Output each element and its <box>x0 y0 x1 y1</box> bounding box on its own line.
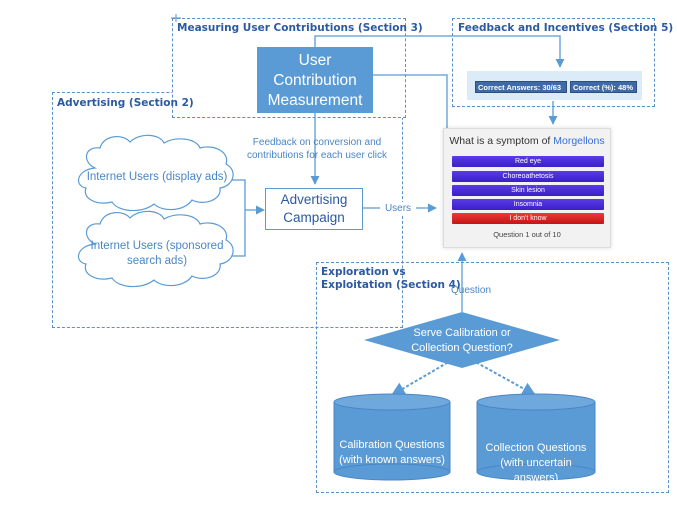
quiz-progress: Question 1 out of 10 <box>493 230 561 239</box>
calibration-line1: Calibration Questions <box>339 439 445 451</box>
connector-decision-to-collection <box>471 359 537 396</box>
connector-clouds-to-campaign <box>231 179 264 257</box>
quiz-question: What is a symptom of Morgellons <box>444 135 610 147</box>
collection-line1: Collection Questions <box>485 442 587 454</box>
campaign-line1: Advertising <box>280 192 348 207</box>
connector-decision-to-calibration <box>390 359 453 396</box>
advertising-section-title: Advertising (Section 2) <box>57 97 194 109</box>
exploration-title-line1: Exploration vs <box>321 266 406 278</box>
feedback-on-conversion-label: Feedback on conversion and contributions… <box>238 136 396 162</box>
users-label: Users <box>380 202 416 215</box>
measuring-section-title: Measuring User Contributions (Section 3) <box>177 22 423 34</box>
ucm-line1: User <box>298 52 332 69</box>
search-users-line1: Internet Users (sponsored <box>90 240 224 252</box>
calibration-database <box>333 393 451 481</box>
decision-line2: Collection Question? <box>411 342 513 354</box>
feedback-widget: Correct Answers: 30/63 Correct (%): 48% <box>467 71 642 100</box>
decision-line1: Serve Calibration or <box>413 327 511 339</box>
ucm-line2: Contribution <box>273 72 357 89</box>
campaign-line2: Campaign <box>283 210 345 225</box>
quiz-option[interactable]: Choreoathetosis <box>452 171 604 182</box>
display-users-label: Internet Users (display ads) <box>86 171 228 183</box>
decision-diamond <box>364 312 560 368</box>
calibration-line2: (with known answers) <box>339 454 445 466</box>
connector-ucm-to-feedback <box>314 35 565 68</box>
search-users-cloud <box>77 210 234 288</box>
connector-quiz-to-ucm <box>363 70 448 128</box>
quiz-option[interactable]: Insomnia <box>452 199 604 210</box>
feedback-label-line1: Feedback on conversion and <box>252 137 382 148</box>
exploration-title-line2: Exploitation (Section 4) <box>321 279 461 291</box>
exploration-section-frame <box>316 262 669 493</box>
collection-questions-text: Collection Questions (with uncertain ans… <box>477 441 595 486</box>
feedback-label-line2: contributions for each user click <box>246 150 388 161</box>
collection-database <box>476 393 596 481</box>
collection-line2: (with uncertain answers) <box>500 457 572 484</box>
quiz-option[interactable]: Skin lesion <box>452 185 604 196</box>
quiz-question-term: Morgellons <box>553 135 605 147</box>
search-users-line2: search ads) <box>126 255 188 267</box>
correct-percent-badge: Correct (%): 48% <box>570 81 637 93</box>
quiz-option[interactable]: Red eye <box>452 156 604 167</box>
correct-answers-badge: Correct Answers: 30/63 <box>475 81 567 93</box>
calibration-questions-text: Calibration Questions (with known answer… <box>334 438 450 468</box>
search-users-label: Internet Users (sponsored search ads) <box>82 239 232 269</box>
feedback-section-title: Feedback and Incentives (Section 5) <box>458 22 674 34</box>
quiz-widget: What is a symptom of Morgellons Red eye … <box>443 128 611 248</box>
user-contribution-measurement-box: User Contribution Measurement <box>257 47 373 113</box>
question-label: Question <box>450 285 492 296</box>
exploration-section-title: Exploration vs Exploitation (Section 4) <box>321 266 461 292</box>
display-users-cloud <box>77 134 234 212</box>
ucm-line3: Measurement <box>267 92 363 109</box>
advertising-campaign-box: Advertising Campaign <box>265 188 363 230</box>
decision-text: Serve Calibration or Collection Question… <box>398 326 526 356</box>
quiz-question-prefix: What is a symptom of <box>449 135 554 147</box>
quiz-option-dont-know[interactable]: I don't know <box>452 213 604 224</box>
